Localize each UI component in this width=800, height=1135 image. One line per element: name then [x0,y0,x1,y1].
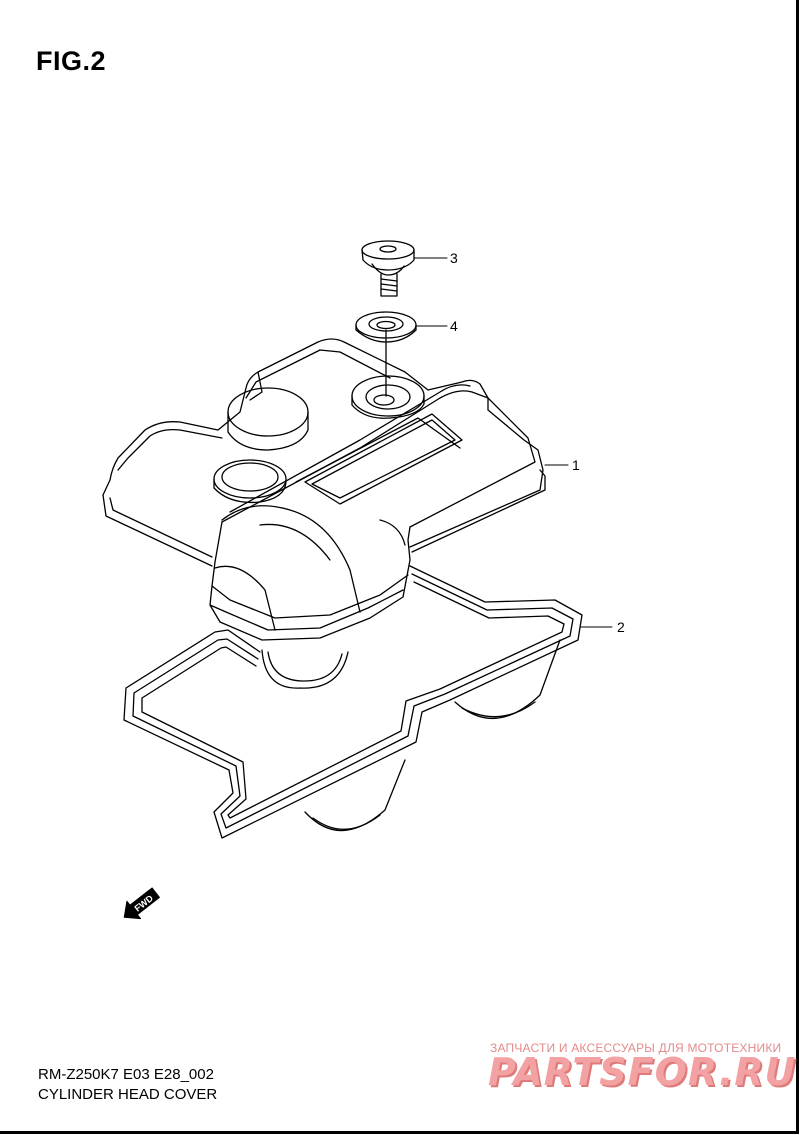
section-title: CYLINDER HEAD COVER [38,1086,218,1103]
watermark-tagline: ЗАПЧАСТИ И АКСЕССУАРЫ ДЛЯ МОТОТЕХНИКИ [490,1041,782,1055]
gasket-drawing [123,565,583,839]
watermark-logo: PARTSFOR.RU [488,1050,797,1094]
callout-2: 2 [617,619,625,635]
forward-arrow-icon: FWD [123,887,160,920]
bolt-drawing [361,240,415,297]
callout-leaders [413,257,613,628]
cylinder-head-cover-drawing [102,338,546,641]
callout-3: 3 [450,250,458,266]
callout-1: 1 [572,457,580,473]
model-code: RM-Z250K7 E03 E28_002 [38,1066,214,1083]
figure-title: FIG.2 [36,46,107,76]
callout-4: 4 [450,318,458,334]
